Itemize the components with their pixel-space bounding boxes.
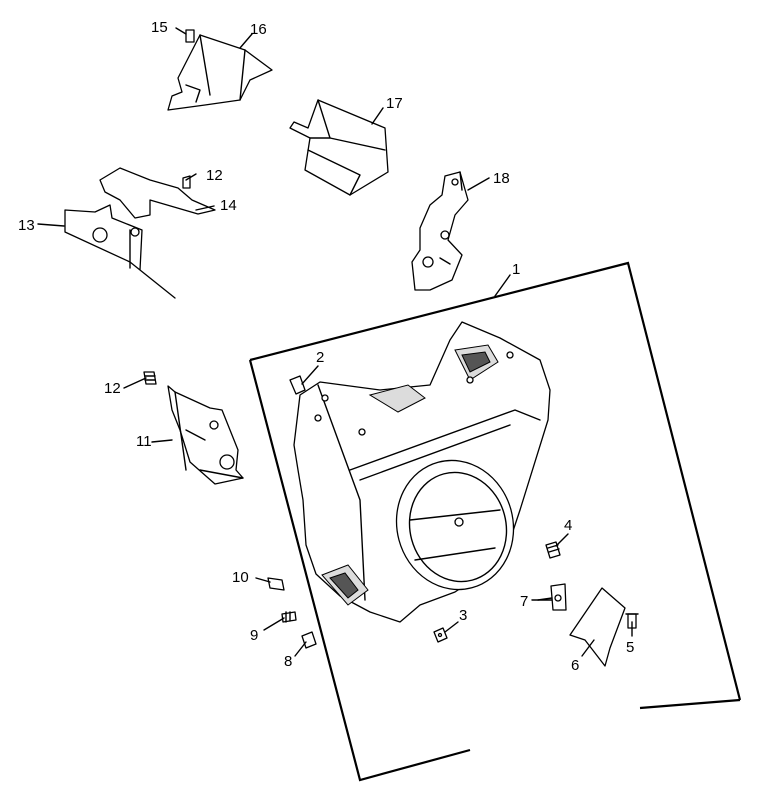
callout-14: 14	[220, 197, 237, 214]
callout-8: 8	[284, 653, 292, 670]
part-12-screw-lower	[143, 371, 157, 385]
part-6-plate	[569, 587, 626, 667]
part-8-bolt	[301, 631, 317, 649]
callout-7: 7	[520, 593, 528, 610]
callout-9: 9	[250, 627, 258, 644]
part-16-shroud-panel	[167, 33, 273, 111]
part-5-screw	[625, 613, 639, 629]
callout-16: 16	[250, 21, 267, 38]
part-7-clip	[550, 583, 567, 611]
part-15-screw	[185, 29, 195, 43]
callout-1: 1	[512, 261, 520, 278]
callout-6: 6	[571, 657, 579, 674]
part-10-screw	[267, 577, 285, 591]
callout-15: 15	[151, 19, 168, 36]
leader-lines	[37, 27, 633, 657]
callout-4: 4	[564, 517, 572, 534]
blower-housing-group-outline	[248, 261, 742, 782]
part-1-blower-housing	[293, 321, 551, 623]
callout-12-lower: 12	[104, 380, 121, 397]
callout-13: 13	[18, 217, 35, 234]
part-11-bracket	[167, 385, 244, 485]
part-17-baffle	[289, 99, 389, 196]
callout-17: 17	[386, 95, 403, 112]
part-9-screw	[281, 611, 297, 623]
callout-labels: 1 2 3 4 5 6 7 8 9 10 11 12 12 13 14 15 1…	[18, 19, 634, 674]
callout-3: 3	[459, 607, 467, 624]
callout-2: 2	[316, 349, 324, 366]
part-18-bracket	[411, 171, 469, 291]
part-13-14-side-baffle	[64, 167, 216, 299]
part-3-nut	[433, 627, 448, 643]
callout-10: 10	[232, 569, 249, 586]
callout-11: 11	[136, 433, 152, 450]
part-2-clip	[289, 375, 306, 395]
callout-12-upper: 12	[206, 167, 223, 184]
callout-18: 18	[493, 170, 510, 187]
callout-5: 5	[626, 639, 634, 656]
